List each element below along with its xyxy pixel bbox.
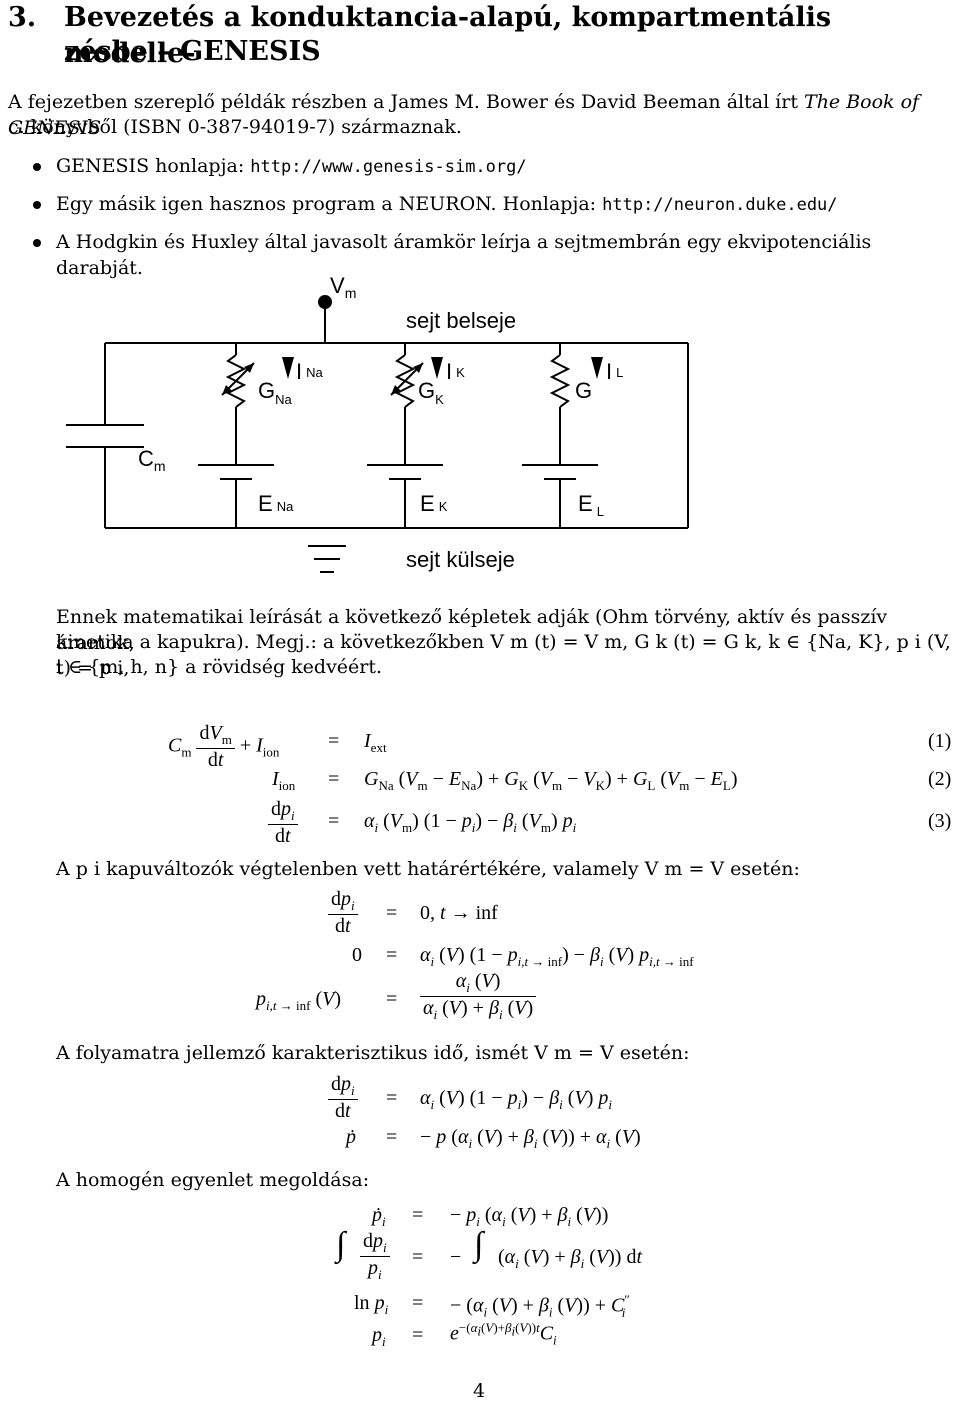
bullet-3: A Hodgkin és Huxley által javasolt áramk…: [56, 231, 872, 279]
integral-sign-1: ∫: [336, 1226, 346, 1263]
bullet-2-text: Egy másik igen hasznos program a NEURON.…: [56, 193, 603, 215]
eq2-lhs: Iion: [272, 768, 296, 793]
el-label: E: [578, 491, 593, 516]
outside-label: sejt külseje: [406, 547, 515, 572]
gk-arrowhead: [391, 385, 401, 395]
bullet-dot: [33, 201, 41, 209]
ina-label: I: [296, 359, 302, 384]
ss-eq3: =: [386, 988, 398, 1010]
svg-text:ENa: ENa: [258, 491, 294, 516]
sol-rhs2: (αi (V) + βi (V)) dt: [498, 1246, 643, 1271]
il-label: I: [606, 359, 612, 384]
eq3-rhs: αi (Vm) (1 − pi) − βi (Vm) pi: [364, 810, 577, 835]
eq3-eq: =: [328, 810, 340, 832]
para2: A p i kapuváltozók végtelenben vett hatá…: [56, 858, 800, 880]
tc-eq2: =: [386, 1126, 398, 1148]
bullet-2: Egy másik igen hasznos program a NEURON.…: [56, 191, 838, 218]
ss-rhs2: αi (V) (1 − pi,t → inf) − βi (V) pi,t → …: [420, 944, 694, 969]
vm-node: [318, 295, 332, 309]
genesis-link[interactable]: http://www.genesis-sim.org/: [250, 157, 527, 177]
sol-lhs3: ln pi: [354, 1292, 389, 1317]
gl-resistor: [549, 354, 571, 408]
bullet-1-text: GENESIS honlapja:: [56, 155, 251, 177]
para4: A homogén egyenlet megoldása:: [56, 1169, 370, 1191]
ina-arrow: [282, 357, 294, 379]
inside-label: sejt belseje: [406, 308, 516, 333]
para1-line1: Ennek matematikai leírását a következő k…: [56, 606, 888, 654]
tc-rhs2: − p (αi (V) + βi (V)) + αi (V): [420, 1126, 641, 1151]
neuron-link[interactable]: http://neuron.duke.edu/: [602, 195, 838, 215]
tc-lhs2: ṗ: [346, 1126, 356, 1148]
section-number: 3.: [8, 2, 37, 33]
svg-text:IL: IL: [606, 359, 623, 384]
page-number: 4: [473, 1380, 486, 1402]
ss-rhs3: αi (V)αi (V) + βi (V): [420, 970, 537, 1023]
section-title-line2: zésbe – GENESIS: [64, 36, 321, 67]
sol-rhs4: e−(αi(V)+βi(V))tCi: [450, 1320, 557, 1348]
ek-label: E: [420, 491, 435, 516]
eq1-label: (1): [928, 730, 952, 752]
ss-rhs1: 0, t → inf: [420, 902, 498, 924]
tc-eq1: =: [386, 1087, 398, 1109]
sol-eq3: =: [412, 1292, 424, 1314]
intro-line2: c. könyvből (ISBN 0-387-94019-7) származ…: [8, 116, 462, 138]
eq3-label: (3): [928, 810, 952, 832]
gl-label: G: [575, 378, 592, 403]
svg-text:IK: IK: [446, 359, 465, 384]
sol-minus: −: [450, 1246, 462, 1268]
tc-rhs1: αi (V) (1 − pi) − βi (V) pi: [420, 1087, 612, 1112]
cm-label: C: [138, 446, 154, 471]
para1-line3: i ∈ {m, h, n} a rövidség kedvéért.: [56, 656, 383, 678]
integral-sign-2: ∫: [474, 1226, 484, 1263]
bullet-dot: [33, 239, 41, 247]
gk-label: G: [418, 378, 435, 403]
eq2-label: (2): [928, 768, 952, 790]
sol-lhs1: ṗi: [372, 1204, 386, 1229]
ena-label: E: [258, 491, 273, 516]
eq2-eq: =: [328, 768, 340, 790]
svg-text:GK: GK: [418, 378, 444, 407]
eq1-eq: =: [328, 730, 340, 752]
sol-lhs4: pi: [372, 1324, 386, 1349]
section-title-line1: Bevezetés a konduktancia-alapú, kompartm…: [64, 2, 832, 69]
sol-rhs3: − (αi (V) + βi (V)) + C″i: [450, 1292, 630, 1320]
para3: A folyamatra jellemző karakterisztikus i…: [56, 1042, 690, 1064]
para1-line2: kinetika a kapukra). Megj.: a következők…: [56, 631, 951, 679]
sol-eq4: =: [412, 1324, 424, 1346]
svg-text:INa: INa: [296, 359, 324, 384]
svg-text:Vm: Vm: [330, 273, 356, 301]
svg-text:EL: EL: [578, 491, 604, 519]
ik-label: I: [446, 359, 452, 384]
sol-eq1: =: [412, 1204, 424, 1226]
svg-text:EK: EK: [420, 491, 448, 516]
sol-rhs1: − pi (αi (V) + βi (V)): [450, 1204, 609, 1229]
bullet-1: GENESIS honlapja: http://www.genesis-sim…: [56, 153, 527, 180]
gna-arrowhead: [222, 385, 232, 395]
ss-lhs3: pi,t → inf (V): [256, 988, 341, 1013]
bullet-dot: [33, 163, 41, 171]
svg-text:Cm: Cm: [138, 446, 166, 474]
book-title: The Book of GENESIS: [8, 91, 920, 139]
gna-label: G: [258, 378, 275, 403]
sol-eq2: =: [412, 1246, 424, 1268]
il-arrow: [591, 357, 603, 379]
eq2-rhs: GNa (Vm − ENa) + GK (Vm − VK) + GL (Vm −…: [364, 768, 738, 793]
ik-arrow: [431, 357, 443, 379]
ss-eq1: =: [386, 902, 398, 924]
intro-line1: A fejezetben szereplő példák részben a J…: [8, 89, 960, 141]
ss-lhs2: 0: [352, 944, 362, 966]
svg-text:GNa: GNa: [258, 378, 293, 407]
eq1-rhs: Iext: [364, 730, 387, 755]
ss-eq2: =: [386, 944, 398, 966]
intro-text: A fejezetben szereplő példák részben a J…: [8, 91, 805, 113]
vm-label: V: [330, 273, 345, 298]
